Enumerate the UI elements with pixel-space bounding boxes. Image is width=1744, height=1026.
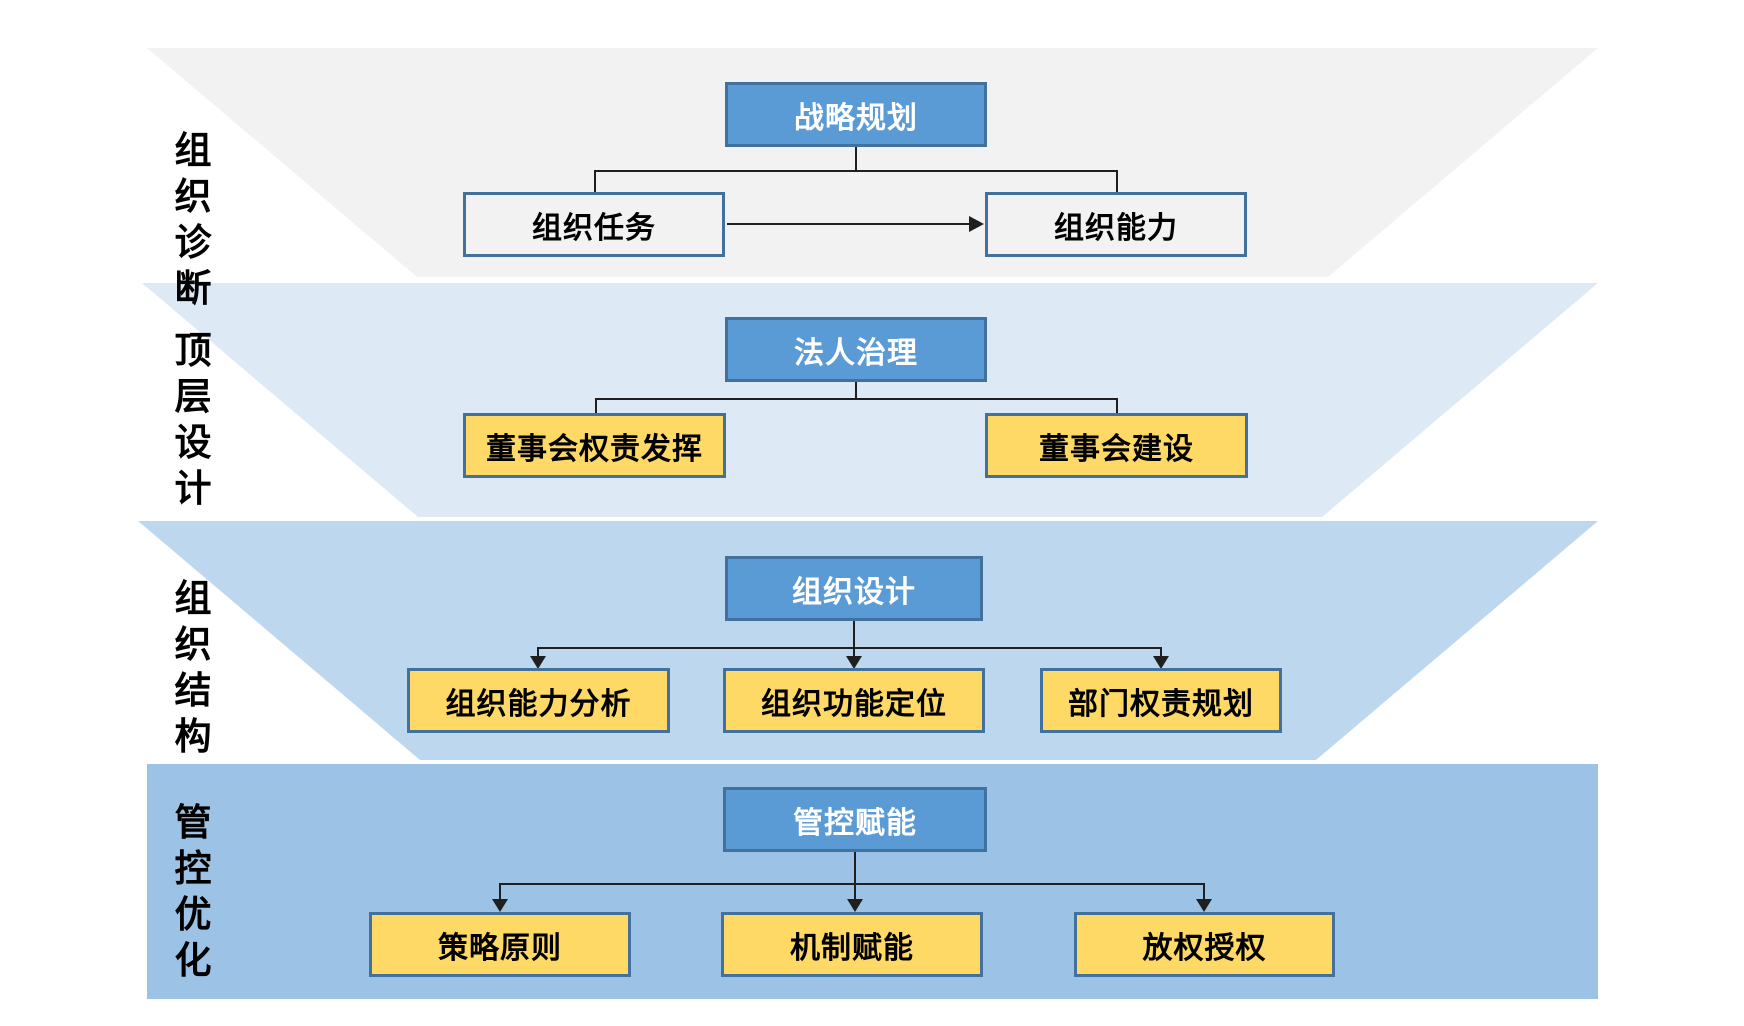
arrow-down-icon — [1196, 899, 1212, 912]
side-label-char: 计 — [174, 468, 212, 509]
connector-b2-stub-right — [1116, 398, 1118, 413]
side-label-char: 层 — [174, 376, 212, 417]
node-dept-responsibility-planning: 部门权责规划 — [1040, 668, 1282, 733]
side-label-control-optimization: 管控优化 — [170, 800, 216, 984]
node-mechanism-empowerment-label: 机制赋能 — [790, 931, 914, 965]
node-org-capability-analysis-label: 组织能力分析 — [445, 687, 632, 721]
node-corporate-governance: 法人治理 — [725, 317, 987, 382]
side-label-char: 组 — [174, 578, 212, 619]
node-strategic-planning: 战略规划 — [725, 82, 987, 147]
side-label-char: 顶 — [174, 330, 212, 371]
node-organization-capability: 组织能力 — [985, 192, 1247, 257]
side-label-char: 优 — [174, 894, 212, 935]
node-org-function-positioning: 组织功能定位 — [723, 668, 985, 733]
connector-b1-stem — [855, 147, 857, 172]
connector-b1-stub-right — [1116, 170, 1118, 192]
node-organization-task-label: 组织任务 — [532, 211, 656, 245]
node-dept-responsibility-planning-label: 部门权责规划 — [1068, 687, 1254, 721]
side-label-char: 断 — [174, 268, 212, 309]
node-control-empowerment-label: 管控赋能 — [793, 806, 917, 840]
node-org-capability-analysis: 组织能力分析 — [407, 668, 670, 733]
connector-b1-horizontal — [594, 170, 1118, 172]
node-delegation-authorization: 放权授权 — [1074, 912, 1335, 977]
node-board-duty-exercise-label: 董事会权责发挥 — [486, 432, 703, 466]
node-mechanism-empowerment: 机制赋能 — [721, 912, 983, 977]
connector-b4-stem — [854, 852, 856, 885]
side-label-top-level-design: 顶层设计 — [170, 328, 216, 512]
node-board-building-label: 董事会建设 — [1039, 432, 1194, 466]
connector-b1-stub-left — [594, 170, 596, 192]
connector-b2-horizontal — [595, 398, 1118, 400]
arrow-down-icon — [1153, 656, 1169, 669]
node-strategy-principles-label: 策略原则 — [438, 931, 562, 965]
side-label-char: 组 — [174, 130, 212, 171]
node-org-function-positioning-label: 组织功能定位 — [761, 687, 947, 721]
node-control-empowerment: 管控赋能 — [723, 787, 987, 852]
node-organization-task: 组织任务 — [463, 192, 725, 257]
arrow-down-icon — [492, 899, 508, 912]
connector-b4-stub-3 — [1203, 883, 1205, 901]
connector-b3-stub-3 — [1160, 647, 1162, 658]
side-label-char: 构 — [174, 716, 212, 757]
side-label-org-diagnosis: 组织诊断 — [170, 128, 216, 312]
side-label-char: 管 — [174, 802, 212, 843]
side-label-char: 结 — [174, 670, 212, 711]
arrow-right-icon — [969, 216, 984, 232]
connector-b2-stub-left — [595, 398, 597, 413]
connector-b3-stub-2 — [853, 647, 855, 658]
side-label-org-structure: 组织结构 — [170, 576, 216, 760]
side-label-char: 化 — [174, 940, 212, 981]
connector-b3-horizontal — [537, 647, 1162, 649]
side-label-char: 织 — [174, 176, 212, 217]
node-strategy-principles: 策略原则 — [369, 912, 631, 977]
connector-b4-horizontal — [499, 883, 1205, 885]
arrow-down-icon — [846, 656, 862, 669]
node-delegation-authorization-label: 放权授权 — [1142, 931, 1267, 965]
node-board-building: 董事会建设 — [985, 413, 1248, 478]
arrow-down-icon — [847, 899, 863, 912]
node-corporate-governance-label: 法人治理 — [794, 336, 918, 370]
connector-b4-stub-2 — [854, 883, 856, 901]
node-org-design-label: 组织设计 — [792, 575, 916, 609]
connector-b3-stem — [853, 621, 855, 649]
side-label-char: 诊 — [174, 222, 212, 263]
side-label-char: 设 — [174, 422, 212, 463]
connector-b4-stub-1 — [499, 883, 501, 901]
arrow-down-icon — [530, 656, 546, 669]
node-org-design: 组织设计 — [725, 556, 983, 621]
connector-b2-stem — [855, 382, 857, 400]
node-board-duty-exercise: 董事会权责发挥 — [463, 413, 726, 478]
side-label-char: 织 — [174, 624, 212, 665]
node-organization-capability-label: 组织能力 — [1054, 211, 1178, 245]
connector-b3-stub-1 — [537, 647, 539, 658]
side-label-char: 控 — [174, 848, 212, 889]
connector-task-to-capability — [727, 223, 970, 225]
node-strategic-planning-label: 战略规划 — [794, 101, 918, 135]
